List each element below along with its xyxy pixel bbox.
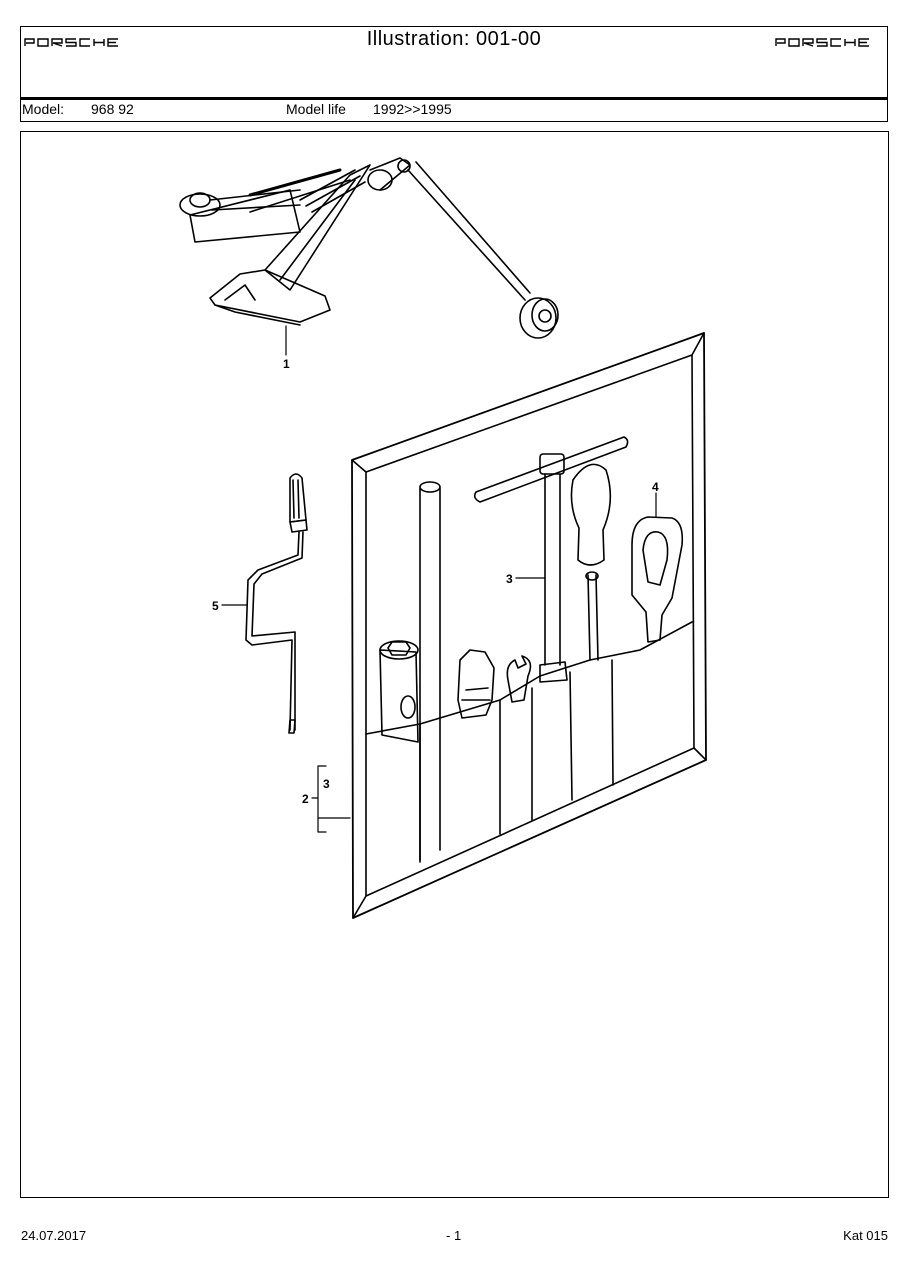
model-row: Model: 968 92 Model life 1992>>1995 bbox=[21, 100, 887, 121]
callout-tbar-wrench: 3 bbox=[506, 572, 513, 586]
tool-kit-illustration: 1 5 3 4 2 3 bbox=[179, 157, 707, 919]
header-top: Illustration: 001-00 bbox=[21, 27, 887, 100]
porsche-logo-right bbox=[775, 38, 869, 47]
header: Illustration: 001-00 Model: 968 92 Model… bbox=[20, 26, 888, 122]
page-title: Illustration: 001-00 bbox=[366, 28, 542, 50]
model-label: Model: bbox=[22, 101, 65, 117]
tool-roll-drawing bbox=[311, 332, 707, 919]
footer-catalog: Kat 015 bbox=[843, 1228, 888, 1243]
footer-page-number: - 1 bbox=[446, 1228, 462, 1243]
model-value: 968 92 bbox=[91, 101, 134, 117]
porsche-logo-left bbox=[24, 38, 118, 47]
callout-jack: 1 bbox=[283, 357, 290, 371]
callout-tool-roll-sub: 3 bbox=[323, 777, 330, 791]
model-life-label: Model life bbox=[286, 101, 346, 117]
crank-handle-drawing bbox=[221, 473, 308, 734]
illustration-frame bbox=[20, 131, 889, 1198]
callout-towing-eye: 4 bbox=[652, 480, 659, 494]
jack-drawing bbox=[179, 157, 559, 356]
footer-date: 24.07.2017 bbox=[21, 1228, 87, 1243]
model-life-value: 1992>>1995 bbox=[373, 101, 452, 117]
callout-crank-handle: 5 bbox=[212, 599, 219, 613]
callout-tool-roll: 2 bbox=[302, 792, 309, 806]
